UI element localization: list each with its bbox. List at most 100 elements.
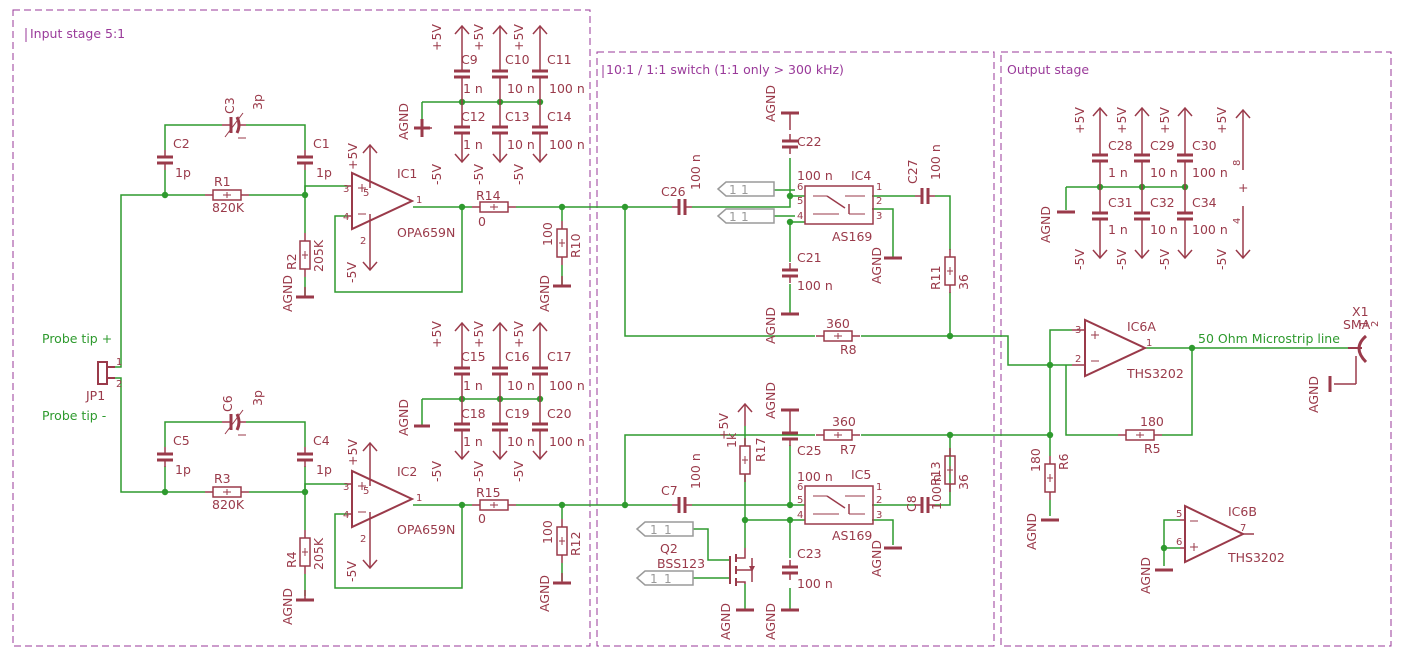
svg-text:1p: 1p bbox=[316, 165, 332, 180]
svg-text:C18: C18 bbox=[461, 406, 486, 421]
svg-text:3: 3 bbox=[343, 184, 349, 195]
svg-text:1 n: 1 n bbox=[1108, 165, 1128, 180]
svg-text:1 n: 1 n bbox=[463, 81, 483, 96]
frame-title-input: Input stage 5:1 bbox=[30, 26, 125, 41]
svg-text:C34: C34 bbox=[1192, 195, 1217, 210]
svg-text:360: 360 bbox=[832, 414, 856, 429]
opamp-ic2[interactable]: IC2 OPA659N 3 4 5 2 1 +5V -5V bbox=[343, 439, 455, 582]
svg-text:1 n: 1 n bbox=[1108, 222, 1128, 237]
svg-text:3: 3 bbox=[343, 482, 349, 493]
svg-text:R2: R2 bbox=[284, 253, 299, 270]
svg-text:-5V: -5V bbox=[511, 461, 526, 482]
svg-text:+5V: +5V bbox=[1157, 107, 1172, 134]
svg-text:2: 2 bbox=[116, 379, 122, 390]
svg-text:1p: 1p bbox=[316, 462, 332, 477]
gnd-r12: AGND bbox=[537, 571, 573, 612]
mosfet-q2[interactable]: Q2 BSS123 bbox=[657, 541, 755, 586]
svg-text:1 n: 1 n bbox=[463, 434, 483, 449]
connector-jp1[interactable]: JP1 1 2 Probe tip + Probe tip - bbox=[42, 331, 122, 423]
resistor-r7[interactable]: 360 R7 bbox=[815, 414, 861, 457]
cap-c1[interactable]: C1 1p bbox=[295, 136, 332, 180]
svg-text:7: 7 bbox=[1240, 523, 1246, 534]
cap-c8[interactable]: C8 100 n bbox=[904, 474, 944, 515]
cap-c2[interactable]: C2 1p bbox=[155, 136, 191, 180]
svg-text:1: 1 bbox=[741, 210, 749, 224]
sma-connector-x1[interactable]: X1 SMA 1 2 AGND bbox=[1306, 304, 1381, 413]
cap-c22[interactable]: C22 100 n bbox=[780, 132, 833, 183]
svg-text:+5V: +5V bbox=[345, 143, 360, 170]
svg-text:IC2: IC2 bbox=[397, 464, 417, 479]
cap-c4[interactable]: C4 1p bbox=[295, 433, 332, 477]
opamp-ic1[interactable]: IC1 OPA659N 3 4 5 2 1 +5V -5V bbox=[343, 143, 455, 283]
svg-text:C22: C22 bbox=[797, 134, 822, 149]
svg-text:R7: R7 bbox=[840, 442, 857, 457]
svg-text:3: 3 bbox=[1075, 325, 1081, 336]
svg-text:R13: R13 bbox=[928, 461, 943, 486]
opamp-ic6a[interactable]: IC6A THS3202 3 2 1 bbox=[1072, 319, 1184, 381]
cap-c23[interactable]: C23 100 n bbox=[780, 546, 833, 591]
svg-text:3: 3 bbox=[876, 510, 882, 521]
gnd-c25: AGND bbox=[763, 382, 799, 426]
frame-input-stage: Input stage 5:1 bbox=[12, 9, 591, 647]
resistor-r2[interactable]: R2 205K bbox=[284, 232, 326, 278]
svg-text:1: 1 bbox=[416, 493, 422, 504]
svg-text:6: 6 bbox=[1176, 537, 1182, 548]
cap-c3[interactable]: C3 3p bbox=[220, 94, 265, 140]
svg-text:C19: C19 bbox=[505, 406, 530, 421]
cap-c5[interactable]: C5 1p bbox=[155, 433, 191, 477]
svg-text:C12: C12 bbox=[461, 109, 486, 124]
svg-text:R11: R11 bbox=[928, 265, 943, 290]
svg-text:100 n: 100 n bbox=[797, 278, 833, 293]
svg-text:180: 180 bbox=[1140, 414, 1164, 429]
resistor-r6[interactable]: 180 R6 bbox=[1028, 448, 1071, 501]
svg-text:C29: C29 bbox=[1150, 138, 1175, 153]
svg-text:0: 0 bbox=[478, 214, 486, 229]
svg-text:1p: 1p bbox=[175, 462, 191, 477]
resistor-r11[interactable]: R11 36 bbox=[928, 248, 971, 294]
svg-text:100 n: 100 n bbox=[1192, 165, 1228, 180]
resistor-r4[interactable]: R4 205K bbox=[284, 529, 326, 575]
svg-text:OPA659N: OPA659N bbox=[397, 225, 455, 240]
svg-text:1: 1 bbox=[650, 523, 658, 537]
resistor-r3[interactable]: R3 820K bbox=[204, 471, 250, 512]
svg-text:10 n: 10 n bbox=[507, 378, 535, 393]
resistor-r8[interactable]: 360 R8 bbox=[815, 316, 861, 357]
cap-c27[interactable]: C27 100 n bbox=[905, 144, 943, 206]
svg-text:R3: R3 bbox=[214, 471, 231, 486]
svg-text:-5V: -5V bbox=[1114, 249, 1129, 270]
jp1-label: JP1 bbox=[85, 388, 105, 403]
opamp-ic6b[interactable]: IC6B THS3202 5 6 7 bbox=[1176, 504, 1285, 565]
svg-text:+5V: +5V bbox=[471, 321, 486, 348]
svg-text:-5V: -5V bbox=[344, 262, 359, 283]
cap-c21[interactable]: C21 100 n bbox=[780, 250, 833, 293]
svg-text:IC6A: IC6A bbox=[1127, 319, 1156, 334]
svg-text:AGND: AGND bbox=[869, 247, 884, 284]
resistor-r10[interactable]: 100 R10 bbox=[540, 220, 583, 266]
resistor-r13[interactable]: R13 36 bbox=[928, 447, 971, 493]
svg-text:100 n: 100 n bbox=[549, 137, 585, 152]
cap-c26[interactable]: C26 100 n bbox=[661, 154, 703, 217]
svg-text:C31: C31 bbox=[1108, 195, 1133, 210]
switch-ic5[interactable]: IC5 AS169 6 5 4 1 2 3 bbox=[797, 467, 882, 543]
svg-text:1: 1 bbox=[876, 182, 882, 193]
resistor-r15[interactable]: R15 0 bbox=[471, 485, 517, 526]
resistor-r5[interactable]: 180 R5 bbox=[1117, 414, 1164, 456]
svg-text:+: + bbox=[1238, 180, 1248, 195]
resistor-r12[interactable]: 100 R12 bbox=[540, 518, 583, 564]
resistor-r1[interactable]: R1 820K bbox=[204, 174, 250, 215]
cap-c6[interactable]: C6 3p bbox=[220, 390, 265, 437]
gnd-ic6b: AGND bbox=[1138, 557, 1173, 594]
resistor-r17[interactable]: 1k R17 bbox=[724, 432, 768, 483]
svg-text:205K: 205K bbox=[311, 537, 326, 570]
svg-text:C7: C7 bbox=[661, 483, 678, 498]
svg-text:AGND: AGND bbox=[280, 275, 295, 312]
cap-c7[interactable]: C7 100 n bbox=[661, 453, 703, 515]
cap-c25[interactable]: C25 100 n bbox=[780, 424, 833, 484]
resistor-r14[interactable]: R14 0 bbox=[471, 188, 517, 229]
svg-text:4: 4 bbox=[343, 212, 349, 223]
svg-text:1: 1 bbox=[729, 183, 737, 197]
switch-ic4[interactable]: IC4 AS169 6 5 4 1 2 3 bbox=[797, 168, 882, 244]
svg-text:R10: R10 bbox=[568, 233, 583, 258]
svg-text:+5V: +5V bbox=[471, 24, 486, 51]
